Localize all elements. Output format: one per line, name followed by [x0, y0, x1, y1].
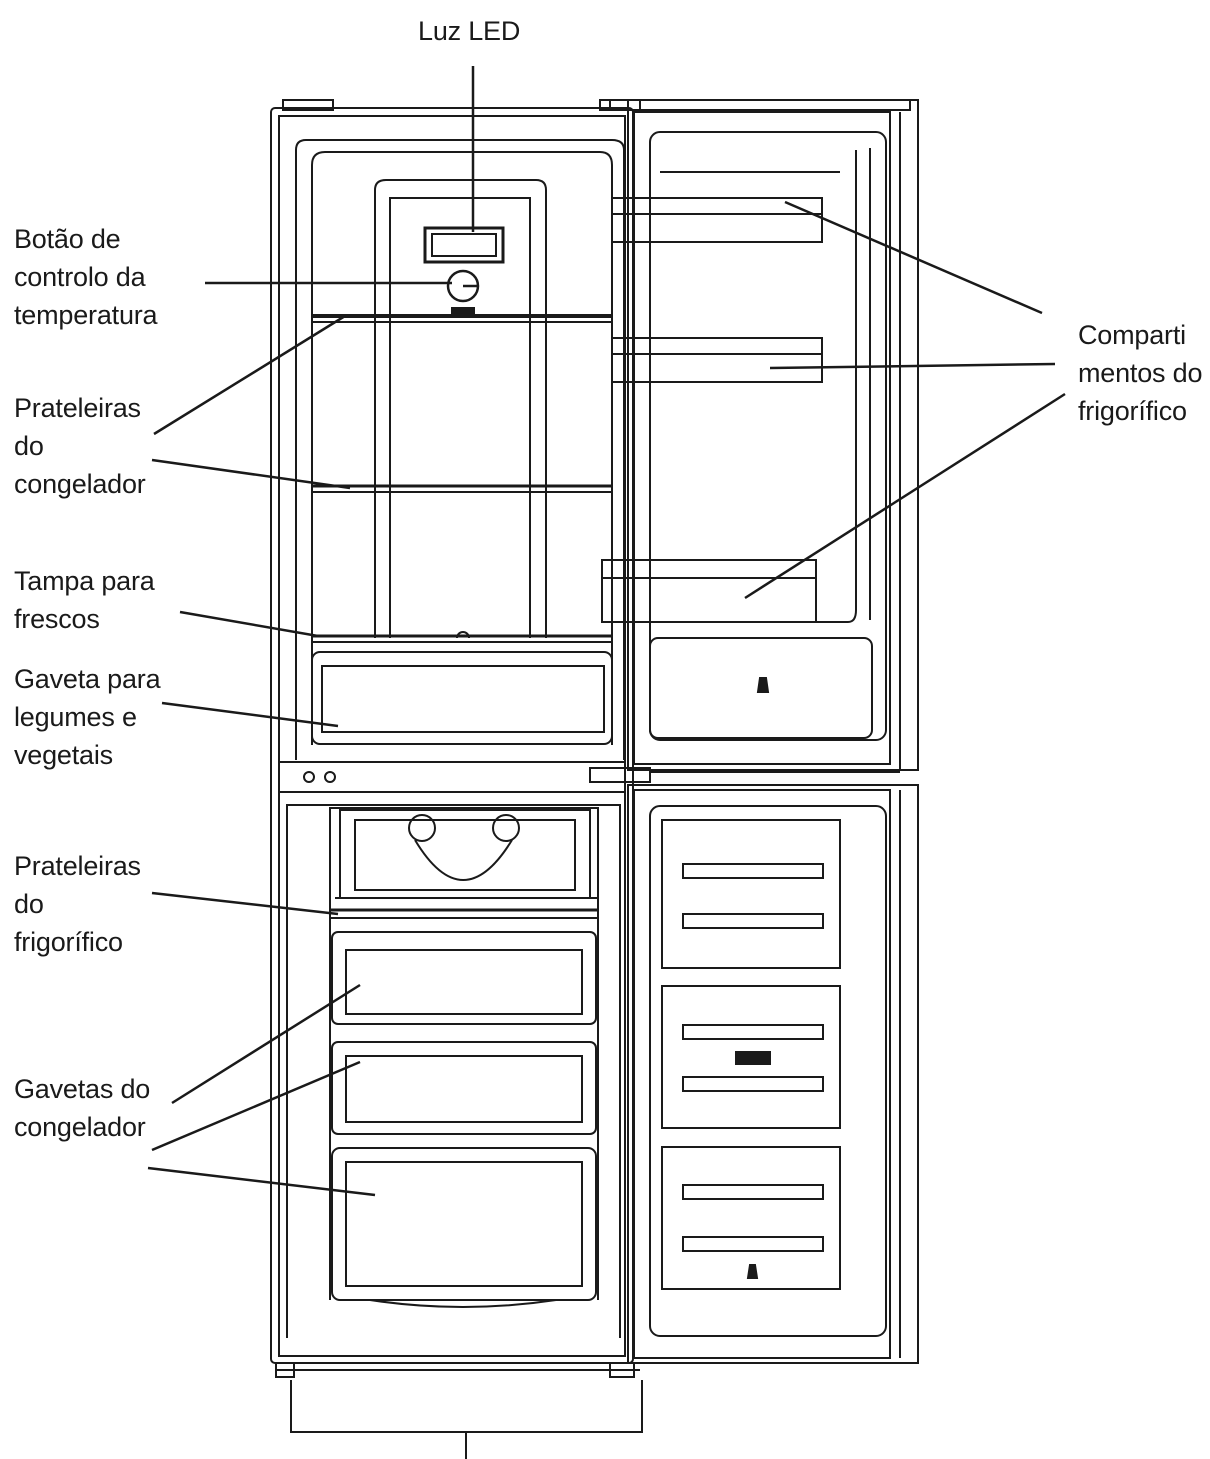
- feet: [275, 1362, 640, 1378]
- temperature-knob: [446, 269, 480, 315]
- freezer-drawer-1: [331, 931, 597, 1025]
- shelf-middle: [312, 484, 612, 493]
- leader-tampa: [179, 610, 319, 638]
- label-temperature-control: Botão de controlo da temperatura: [14, 224, 158, 330]
- shelf-upper: [312, 314, 612, 323]
- label-fridge-compartments: Comparti mentos do frigorífico: [1078, 320, 1203, 426]
- leader-comp-3: [744, 392, 1066, 600]
- label-freezer-drawers: Gavetas do congelador: [14, 1074, 151, 1142]
- middle-hinge: [589, 767, 900, 783]
- label-crisper-cover: Tampa para frescos: [14, 566, 155, 634]
- label-freezer-shelves: Prateleiras do congelador: [14, 393, 146, 499]
- leader-comp-2: [769, 362, 1056, 370]
- leader-gav-cong-1: [171, 983, 361, 1105]
- label-luz-led: Luz LED: [418, 16, 521, 46]
- leader-gav-cong-2: [151, 1060, 361, 1152]
- door-panel-bottom: [649, 637, 873, 739]
- leader-prateleira-2: [151, 458, 351, 490]
- upper-door: [609, 99, 919, 771]
- freezer-flap-2: [661, 985, 841, 1129]
- leader-lines: [147, 66, 1066, 1197]
- door-bin-1: [611, 197, 823, 243]
- upper-compartment: [295, 139, 625, 760]
- leader-prateleira-1: [153, 314, 346, 436]
- ice-tray: [335, 809, 598, 899]
- leader-gav-cong-3: [147, 1166, 376, 1197]
- bottom-bracket: [290, 1380, 643, 1459]
- leader-gaveta: [161, 701, 339, 728]
- label-crisper-drawer: Gaveta para legumes e vegetais: [14, 664, 161, 770]
- freezer-drawer-2: [331, 1041, 597, 1135]
- crisper-drawer: [311, 651, 613, 745]
- freezer-drawer-3: [331, 1147, 597, 1308]
- freezer-shelf: [330, 908, 598, 919]
- crisper-cover: [312, 631, 612, 643]
- freezer-flap-1: [661, 819, 841, 969]
- door-bin-2: [611, 337, 823, 383]
- leader-prat-frig: [151, 891, 339, 916]
- divider-buttons: [303, 771, 336, 783]
- label-fridge-shelves: Prateleiras do frigorífico: [14, 851, 141, 957]
- door-bin-3: [601, 559, 817, 623]
- freezer-flap-3: [661, 1146, 841, 1290]
- lower-door: [627, 784, 919, 1364]
- leader-comp-1: [784, 200, 1043, 315]
- freezer-compartment: [286, 804, 621, 1338]
- led-light: [423, 226, 505, 264]
